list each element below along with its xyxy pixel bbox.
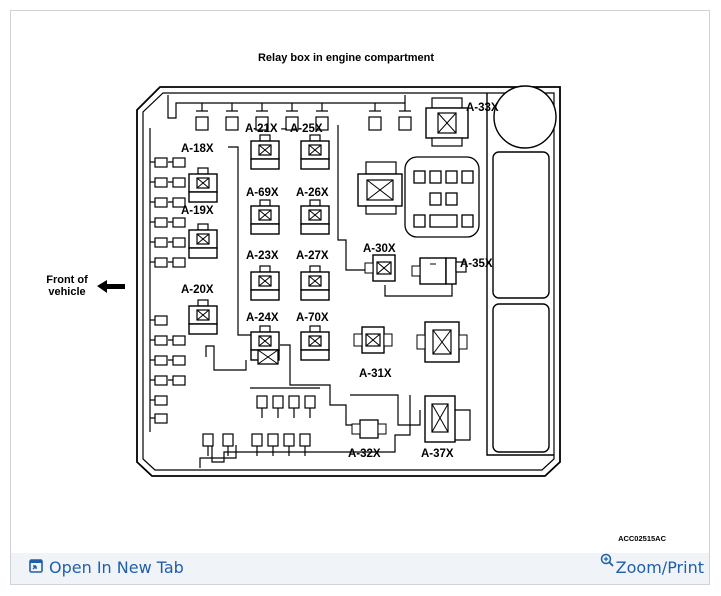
relay-a33x <box>425 97 469 147</box>
relay-a30x <box>364 254 396 282</box>
relay-right-middle <box>416 321 468 363</box>
zoom-print-link[interactable]: Zoom/Print <box>600 553 704 577</box>
label-a37x: A-37X <box>421 448 454 460</box>
label-a27x: A-27X <box>296 250 329 262</box>
relay-a69x <box>250 199 280 235</box>
bottom-fuses-upper <box>250 387 320 419</box>
label-a20x: A-20X <box>181 284 214 296</box>
relay-a32x <box>351 419 387 439</box>
relay-box-outline <box>136 86 561 477</box>
label-a30x: A-30X <box>363 243 396 255</box>
label-a70x: A-70X <box>296 312 329 324</box>
relay-a18x <box>188 167 218 203</box>
label-a35x: A-35X <box>460 258 493 270</box>
label-a26x: A-26X <box>296 187 329 199</box>
relay-lower-small <box>257 349 279 365</box>
left-fuse-column <box>149 128 186 432</box>
front-label-line2: vehicle <box>48 286 85 298</box>
fuse-block <box>404 156 480 238</box>
relay-a21x <box>250 134 280 170</box>
label-a21x-a25x: A-21X – A-25X <box>245 123 323 135</box>
figure-code: ACC02515AC <box>618 534 667 543</box>
label-a24x: A-24X <box>246 312 279 324</box>
open-new-tab-label: Open In New Tab <box>49 558 184 577</box>
relay-a19x <box>188 223 218 259</box>
diagram-title: Relay box in engine compartment <box>258 52 434 64</box>
relay-a27x <box>300 265 330 301</box>
label-a32x: A-32X <box>348 448 381 460</box>
label-a33x: A-33X <box>466 102 499 114</box>
footer-bar: Open In New Tab Zoom/Print <box>11 553 709 584</box>
label-a19x: A-19X <box>181 205 214 217</box>
top-fuse-row <box>167 95 412 131</box>
relay-center-large <box>357 161 403 215</box>
relay-a20x <box>188 299 218 335</box>
label-a31x: A-31X <box>359 368 392 380</box>
label-a23x: A-23X <box>246 250 279 262</box>
open-new-tab-link[interactable]: Open In New Tab <box>29 558 184 577</box>
relay-a70x <box>300 325 330 361</box>
label-a69x: A-69X <box>246 187 279 199</box>
relay-a31x <box>353 326 393 354</box>
zoom-icon <box>600 552 614 571</box>
relay-box-inner-outline <box>142 92 555 471</box>
zoom-print-label: Zoom/Print <box>615 558 704 577</box>
bottom-fuses-lower <box>202 433 311 457</box>
relay-a25x <box>300 134 330 170</box>
relay-a35x <box>411 257 467 285</box>
wire-traces <box>199 125 471 468</box>
right-compartments <box>486 85 557 456</box>
relay-a37x <box>424 395 456 443</box>
relay-a26x <box>300 199 330 235</box>
open-new-tab-icon <box>29 558 43 577</box>
image-frame <box>10 10 710 585</box>
front-label-line1: Front of <box>46 274 88 286</box>
front-arrow-icon <box>97 280 125 293</box>
label-a18x: A-18X <box>181 143 214 155</box>
relay-a23x <box>250 265 280 301</box>
